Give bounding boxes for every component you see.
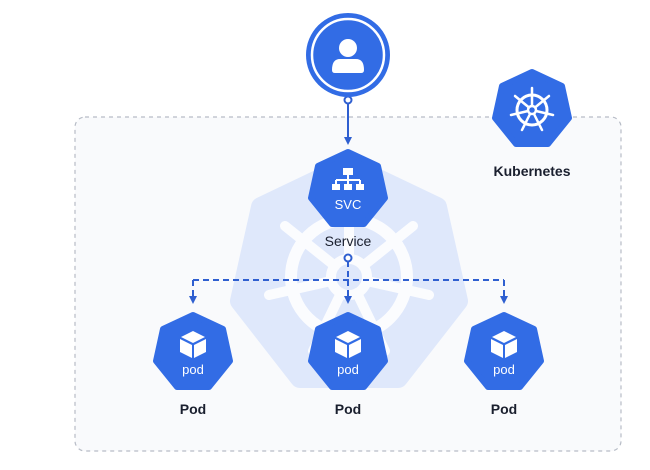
pod-node: pod Pod <box>308 312 388 417</box>
pod-icon-text: pod <box>182 362 204 377</box>
pod-label: Pod <box>335 401 361 417</box>
pod-label: Pod <box>180 401 206 417</box>
service-node: SVC Service <box>308 149 388 249</box>
user-node <box>306 13 390 97</box>
service-to-pods-connector <box>189 261 508 304</box>
service-connector-dot <box>343 253 353 263</box>
service-icon-text: SVC <box>335 197 362 212</box>
pod-icon-text: pod <box>493 362 515 377</box>
pod-icon-text: pod <box>337 362 359 377</box>
sitemap-icon <box>332 168 364 190</box>
kubernetes-node: Kubernetes <box>492 69 572 179</box>
cube-icon <box>491 331 517 358</box>
pod-node: pod Pod <box>464 312 544 417</box>
service-label: Service <box>325 233 372 249</box>
cube-icon <box>335 331 361 358</box>
user-icon <box>332 39 364 73</box>
pod-label: Pod <box>491 401 517 417</box>
cube-icon <box>180 331 206 358</box>
helm-wheel-icon <box>509 86 555 132</box>
pod-node: pod Pod <box>153 312 233 417</box>
kubernetes-label: Kubernetes <box>493 163 570 179</box>
